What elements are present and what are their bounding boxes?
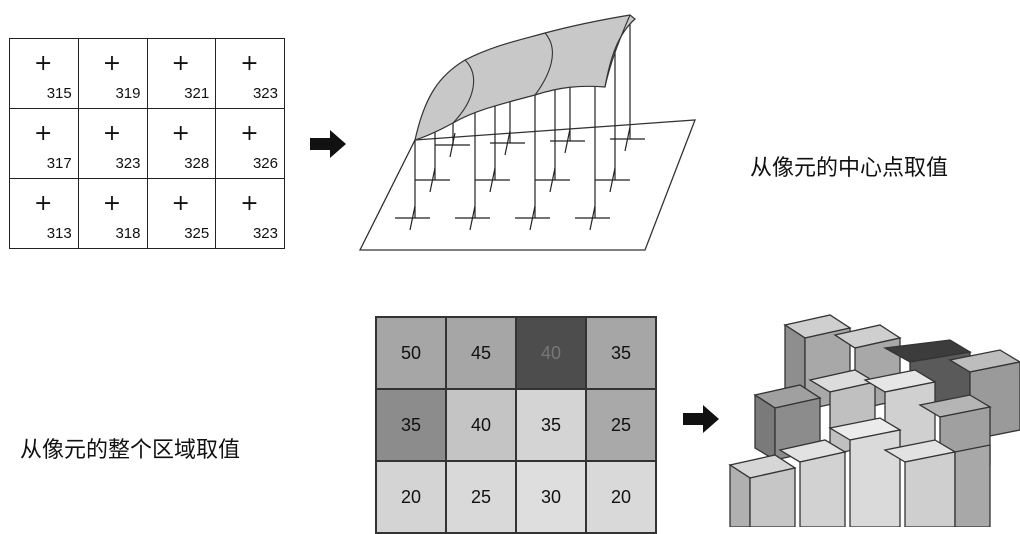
grid-cell: 20: [376, 461, 446, 533]
cell-value: 325: [184, 225, 209, 242]
grid-cell: +323: [78, 109, 147, 179]
center-point-icon: +: [172, 53, 190, 75]
grid-cell: +328: [147, 109, 216, 179]
center-point-icon: +: [34, 193, 52, 215]
cell-value: 323: [253, 225, 278, 242]
center-point-icon: +: [240, 123, 258, 145]
grid-cell: +321: [147, 39, 216, 109]
grid-cell: +319: [78, 39, 147, 109]
center-point-icon: +: [240, 53, 258, 75]
grid-cell: 35: [376, 389, 446, 461]
center-point-icon: +: [103, 53, 121, 75]
grid-cell: +323: [216, 179, 285, 249]
grid-cell: +317: [10, 109, 79, 179]
grid-cell: 25: [446, 461, 516, 533]
cell-value: 315: [47, 85, 72, 102]
grid-cell: +325: [147, 179, 216, 249]
cell-value: 321: [184, 85, 209, 102]
grid-cell: 30: [516, 461, 586, 533]
right-arrow-icon: [683, 405, 719, 438]
center-point-icon: +: [34, 123, 52, 145]
cell-value: 313: [47, 225, 72, 242]
grid-cell: +313: [10, 179, 79, 249]
cell-value: 318: [115, 225, 140, 242]
point-value-grid: +315 +319 +321 +323 +317 +323 +328 +326 …: [9, 38, 285, 245]
center-point-icon: +: [34, 53, 52, 75]
grid-cell: 35: [586, 317, 656, 389]
center-point-icon: +: [172, 123, 190, 145]
grid-cell: 25: [586, 389, 656, 461]
area-sampling-label: 从像元的整个区域取值: [20, 432, 240, 464]
cell-value: 328: [184, 155, 209, 172]
cell-value: 323: [115, 155, 140, 172]
grid-cell: +326: [216, 109, 285, 179]
grid-cell: 35: [516, 389, 586, 461]
center-point-icon: +: [172, 193, 190, 215]
grid-cell: 50: [376, 317, 446, 389]
cell-value: 323: [253, 85, 278, 102]
point-sampling-label: 从像元的中心点取值: [750, 150, 948, 182]
grid-cell: 40: [446, 389, 516, 461]
grid-cell: +318: [78, 179, 147, 249]
grid-cell: 40: [516, 317, 586, 389]
center-point-icon: +: [103, 123, 121, 145]
surface-3d-diagram: [355, 5, 700, 255]
cell-value: 326: [253, 155, 278, 172]
block-3d-diagram: [725, 300, 1020, 527]
grid-cell: +315: [10, 39, 79, 109]
cell-value: 317: [47, 155, 72, 172]
cell-value: 319: [115, 85, 140, 102]
right-arrow-icon: [310, 130, 346, 163]
center-point-icon: +: [240, 193, 258, 215]
grid-cell: 45: [446, 317, 516, 389]
area-value-grid: 50 45 40 35 35 40 35 25 20 25 30 20: [375, 316, 657, 529]
grid-cell: +323: [216, 39, 285, 109]
grid-cell: 20: [586, 461, 656, 533]
center-point-icon: +: [103, 193, 121, 215]
